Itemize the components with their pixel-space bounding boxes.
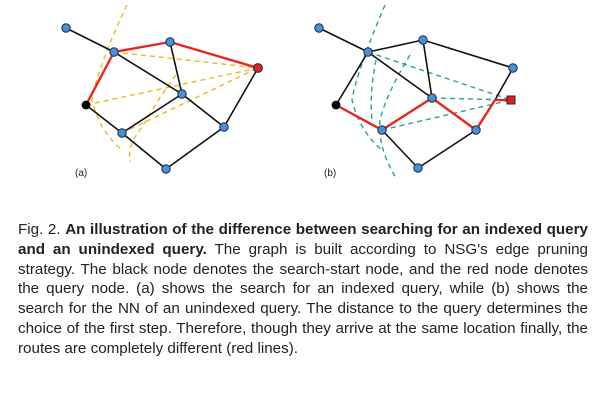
edge-a-9	[85, 104, 123, 134]
edge-b-2	[367, 39, 424, 53]
edge-b-6	[335, 51, 369, 106]
edge-a-6	[165, 126, 225, 170]
dashed-line-b2	[381, 99, 512, 131]
start-node-a	[81, 100, 91, 110]
node-b-6	[471, 125, 481, 135]
edge-a-4	[181, 93, 225, 128]
node-b-5	[427, 93, 437, 103]
edge-b-7	[381, 129, 419, 169]
node-b-1	[314, 23, 324, 33]
node-a-3	[165, 37, 175, 47]
edge-a-7	[121, 132, 167, 170]
edge-a-3	[169, 41, 183, 95]
node-b-7	[413, 163, 423, 173]
node-a-4	[177, 89, 187, 99]
node-a-5	[219, 122, 229, 132]
node-b-4	[508, 63, 518, 73]
edge-b-4	[422, 39, 433, 99]
panel-a: (a)	[61, 4, 263, 179]
edge-b-9	[494, 67, 514, 101]
node-b-8	[377, 125, 387, 135]
dashed-arc-b2	[378, 54, 411, 179]
caption-bold-title: An illustration of the difference betwee…	[18, 221, 588, 258]
dashed-line-b1	[367, 51, 512, 101]
route-b-1	[335, 103, 383, 132]
dashed-arc-b3	[370, 59, 377, 121]
route-b-3	[431, 97, 477, 131]
start-node-b	[331, 100, 341, 110]
figure-diagram: (a)	[61, 4, 518, 179]
dashed-arc-a1	[91, 4, 128, 151]
query-node-b	[506, 95, 516, 105]
node-a-1	[61, 23, 71, 33]
panel-b: (b)	[314, 4, 518, 179]
dashed-line-a3	[85, 67, 259, 106]
edge-b-1	[318, 27, 369, 53]
edge-a-8	[121, 93, 183, 134]
edge-a-5	[223, 67, 259, 128]
edge-b-5	[367, 51, 433, 99]
edge-b-3	[422, 39, 514, 69]
caption-body: The graph is built according to NSG's ed…	[18, 240, 589, 357]
dashed-arc-b1	[351, 4, 386, 151]
dashed-arc-a2	[128, 74, 177, 163]
node-a-2	[109, 47, 119, 57]
node-a-6	[161, 164, 171, 174]
node-b-3	[418, 35, 428, 45]
edge-a-2	[113, 51, 183, 95]
panel-a-label: (a)	[75, 168, 87, 179]
route-a-2	[113, 40, 171, 54]
dashed-line-a1	[113, 51, 259, 69]
node-b-2	[363, 47, 373, 57]
route-a-3	[169, 40, 259, 70]
edge-b-8	[417, 129, 477, 169]
caption-prefix: Fig. 2.	[18, 221, 66, 238]
edge-a-1	[65, 27, 115, 53]
route-a-1	[84, 51, 116, 106]
route-b-4	[474, 99, 497, 131]
figure-caption: Fig. 2. An illustration of the differenc…	[18, 220, 588, 359]
node-a-7	[117, 128, 127, 138]
route-b-2	[381, 96, 433, 132]
query-node-a	[253, 63, 263, 73]
panel-b-label: (b)	[324, 168, 336, 179]
